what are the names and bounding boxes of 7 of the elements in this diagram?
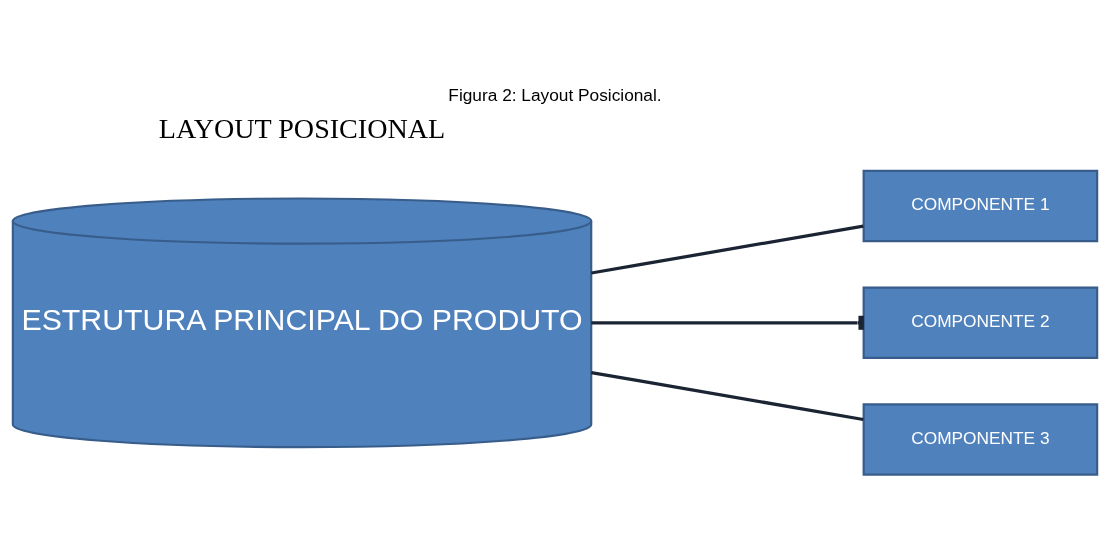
caption: Figura 2: Layout Posicional. <box>448 85 662 106</box>
connector <box>591 370 864 422</box>
diagram-title: LAYOUT POSICIONAL <box>158 113 446 145</box>
node-box: COMPONENTE 1 <box>862 169 1099 243</box>
node-box: COMPONENTE 3 <box>862 403 1099 476</box>
connector <box>591 224 864 275</box>
node-box: COMPONENTE 2 <box>862 286 1099 359</box>
